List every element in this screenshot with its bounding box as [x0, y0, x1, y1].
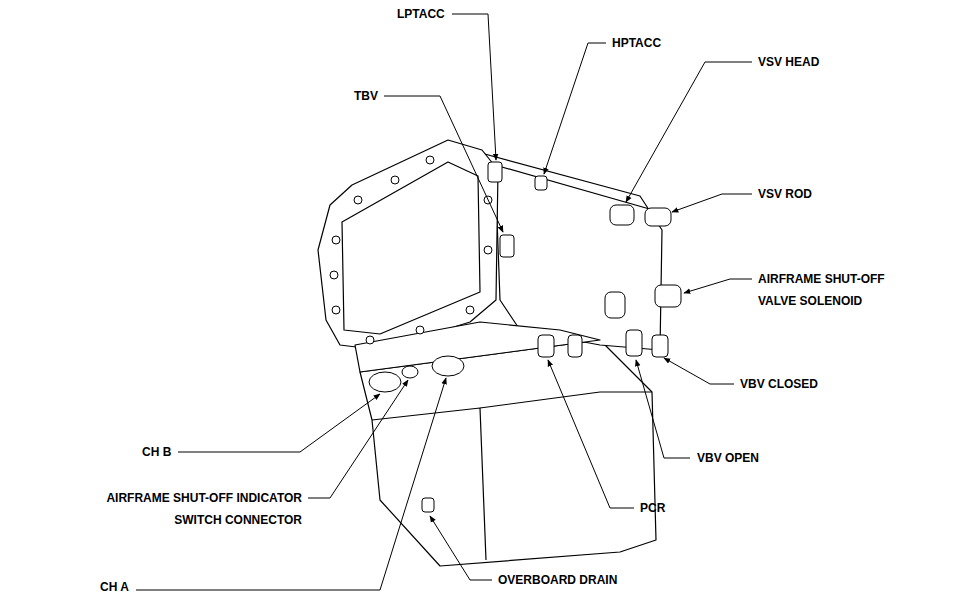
part-label: PCR	[640, 497, 665, 519]
housing-edge	[480, 392, 652, 408]
drain-port	[422, 498, 434, 512]
part-label: CH A	[100, 576, 129, 598]
bolt	[366, 336, 374, 344]
manifold-edge	[495, 165, 660, 212]
bolt	[332, 306, 340, 314]
vbv-open-port	[626, 330, 642, 356]
part-label: LPTACC	[397, 3, 445, 25]
ch-b-connector	[369, 372, 401, 392]
part-label: AIRFRAME SHUT-OFF INDICATOR SWITCH CONNE…	[92, 487, 302, 531]
valve-body	[605, 292, 625, 318]
bolt	[484, 246, 492, 254]
flange	[355, 322, 600, 372]
bolt	[354, 196, 362, 204]
part-label: HPTACC	[612, 32, 661, 54]
bolt	[416, 326, 424, 334]
bolt	[330, 271, 338, 279]
part-label: VBV CLOSED	[740, 373, 818, 395]
part-label: AIRFRAME SHUT-OFF VALVE SOLENOID	[758, 268, 908, 312]
leader-line	[430, 516, 492, 580]
lower-housing	[360, 340, 656, 566]
part-label: VBV OPEN	[697, 447, 759, 469]
leader-line	[636, 360, 690, 458]
leader-line	[672, 194, 752, 212]
hptacc-port	[535, 176, 547, 190]
leader-line	[136, 378, 446, 590]
manifold-body	[470, 150, 662, 350]
part-label: CH B	[142, 441, 171, 463]
part-label: VSV HEAD	[758, 51, 819, 73]
housing-edge	[372, 408, 486, 560]
vsv-head-port	[610, 205, 634, 225]
cover-plate	[318, 140, 498, 350]
leader-line	[544, 43, 606, 174]
leader-line	[684, 279, 752, 293]
cover-plate-inner	[342, 162, 480, 334]
leader-line	[548, 360, 634, 508]
bolt	[391, 176, 399, 184]
vsv-rod-port	[645, 208, 671, 226]
leader-line	[384, 96, 503, 232]
leader-line	[178, 394, 380, 452]
vbv-closed-port	[652, 335, 668, 357]
indicator-connector	[402, 366, 418, 378]
lptacc-port	[488, 162, 502, 182]
part-label: TBV	[354, 85, 378, 107]
part-label: OVERBOARD DRAIN	[498, 569, 617, 591]
leader-line	[626, 62, 752, 202]
tbv-port	[500, 235, 514, 257]
leader-line	[452, 14, 496, 160]
bolt	[332, 236, 340, 244]
pcr-port	[538, 335, 554, 357]
solenoid	[655, 285, 681, 307]
part-label: VSV ROD	[758, 183, 812, 205]
ch-a-connector	[432, 356, 464, 376]
leader-line	[308, 380, 408, 498]
leader-line	[664, 358, 734, 384]
bolt	[466, 306, 474, 314]
port	[568, 335, 582, 357]
bolt	[426, 156, 434, 164]
